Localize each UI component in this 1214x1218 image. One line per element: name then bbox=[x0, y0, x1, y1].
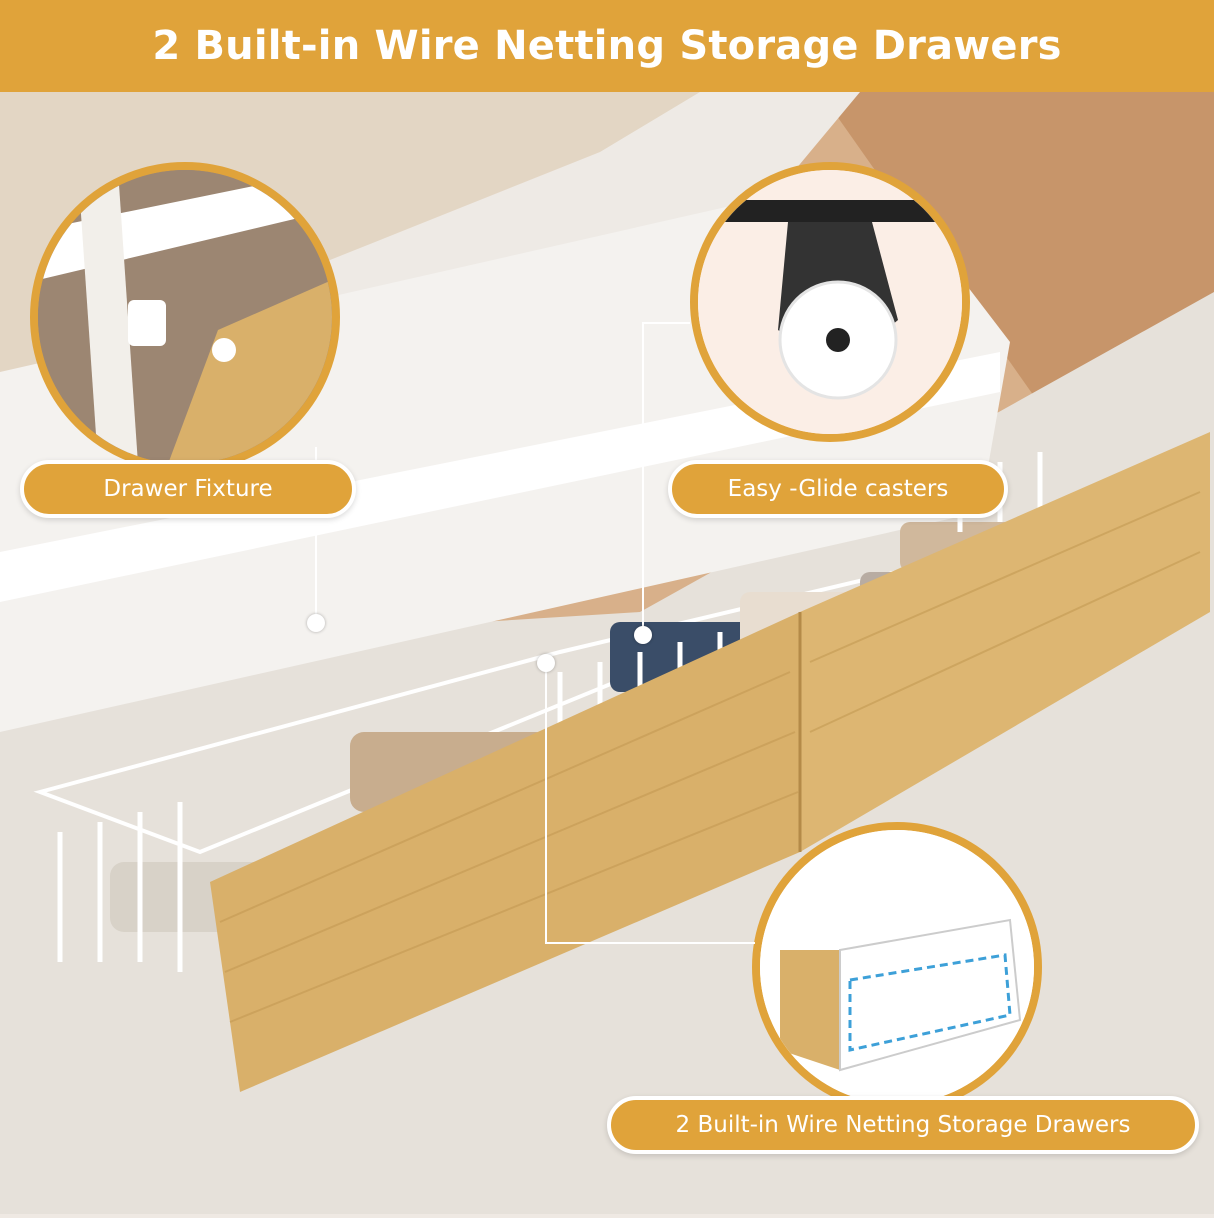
drawers-connector-vertical bbox=[545, 662, 547, 944]
banner-title: 2 Built-in Wire Netting Storage Drawers bbox=[152, 23, 1062, 69]
drawer-fixture-label: Drawer Fixture bbox=[20, 460, 356, 518]
casters-label: Easy -Glide casters bbox=[668, 460, 1008, 518]
top-banner: 2 Built-in Wire Netting Storage Drawers bbox=[0, 0, 1214, 92]
drawers-label: 2 Built-in Wire Netting Storage Drawers bbox=[607, 1096, 1199, 1154]
casters-connector-vertical bbox=[642, 322, 644, 632]
casters-text: Easy -Glide casters bbox=[727, 476, 949, 502]
drawer-product-photo bbox=[752, 822, 1042, 1112]
casters-connector-horizontal bbox=[642, 322, 690, 324]
drawers-text: 2 Built-in Wire Netting Storage Drawers bbox=[675, 1112, 1131, 1138]
drawer-fixture-photo bbox=[30, 162, 340, 472]
casters-marker-dot bbox=[634, 626, 652, 644]
fixture-marker-dot bbox=[307, 614, 325, 632]
fixture-connector-line bbox=[315, 447, 317, 622]
product-photo: Drawer Fixture Easy -Glide casters 2 Bui… bbox=[0, 92, 1214, 1214]
drawers-marker-dot bbox=[537, 654, 555, 672]
drawers-connector-horizontal bbox=[545, 942, 755, 944]
drawer-fixture-text: Drawer Fixture bbox=[103, 476, 273, 502]
caster-photo bbox=[690, 162, 970, 442]
